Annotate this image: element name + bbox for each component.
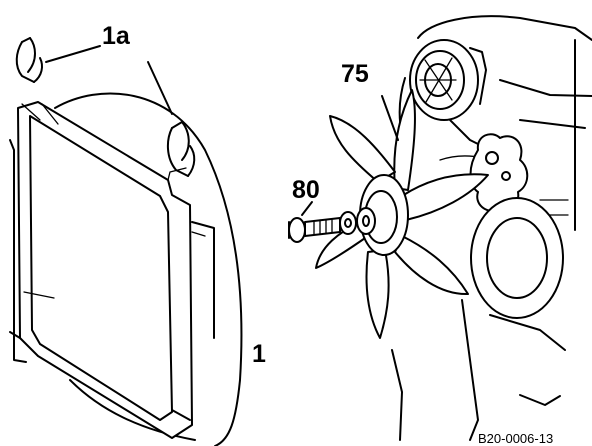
fan-blade-upper-left [329,115,396,183]
fan-blade-lower-right [394,235,469,296]
clip-left [15,37,43,83]
water-pump-housing [469,133,529,212]
leader-lines [45,45,399,216]
shroud-ring [54,92,243,446]
fan-blade-right [401,173,489,221]
crankshaft-pulley [470,197,564,319]
fan-blade-top [393,89,416,191]
bolt-head [288,217,306,243]
callout-fan-label: 75 [341,60,369,88]
fan-assembly [315,89,489,339]
fan-shroud [9,92,243,446]
reference-code: B20-0006-13 [478,431,553,446]
alternator-pulley [409,39,487,121]
spring-washer [339,211,357,235]
callout-bolt-label: 80 [292,176,320,204]
fan-blade-bottom [365,249,390,339]
fan-bolt-assembly [288,207,376,243]
shroud-frame [17,101,193,439]
clip-right [166,121,196,177]
callout-shroud-label: 1 [252,340,266,368]
bolt-shank [304,217,341,237]
flat-washer [356,207,376,235]
callout-clip-label: 1a [102,22,131,50]
